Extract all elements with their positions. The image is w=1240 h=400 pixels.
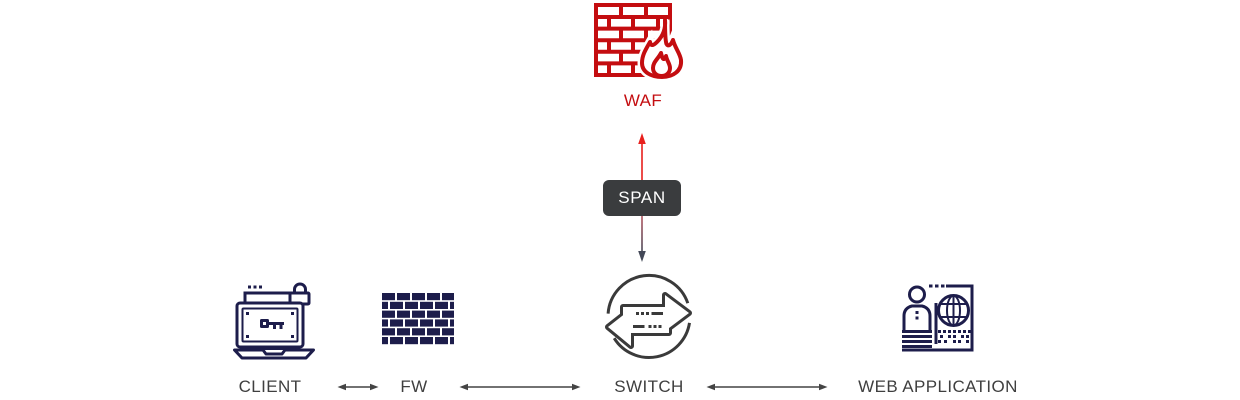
span-badge-label: SPAN: [618, 188, 666, 207]
fw-switch-arrow: [459, 383, 581, 391]
web-application-icon: [902, 284, 974, 352]
switch-label: SWITCH: [614, 377, 684, 396]
switch-icon: [605, 273, 692, 360]
flame-icon-inner: [651, 51, 672, 78]
span-port-badge: SPAN: [603, 180, 681, 216]
span-connector-arrows: [638, 133, 646, 262]
client-label: CLIENT: [238, 377, 302, 396]
waf-label: WAF: [623, 91, 663, 110]
padlock-icon: [293, 282, 307, 293]
user-icon: [902, 304, 932, 330]
up-arrowhead-icon: [638, 133, 646, 144]
fw-label: FW: [400, 377, 428, 396]
client-fw-arrow: [337, 383, 379, 391]
binary-pixels: [938, 330, 971, 343]
fw-firewall-icon: [382, 293, 454, 345]
down-arrowhead-icon: [638, 251, 646, 262]
web-application-label: WEB APPLICATION: [858, 377, 1018, 396]
client-laptop-icon: [233, 282, 315, 360]
waf-firewall-icon: [594, 3, 686, 80]
switch-webapp-arrow: [706, 383, 828, 391]
